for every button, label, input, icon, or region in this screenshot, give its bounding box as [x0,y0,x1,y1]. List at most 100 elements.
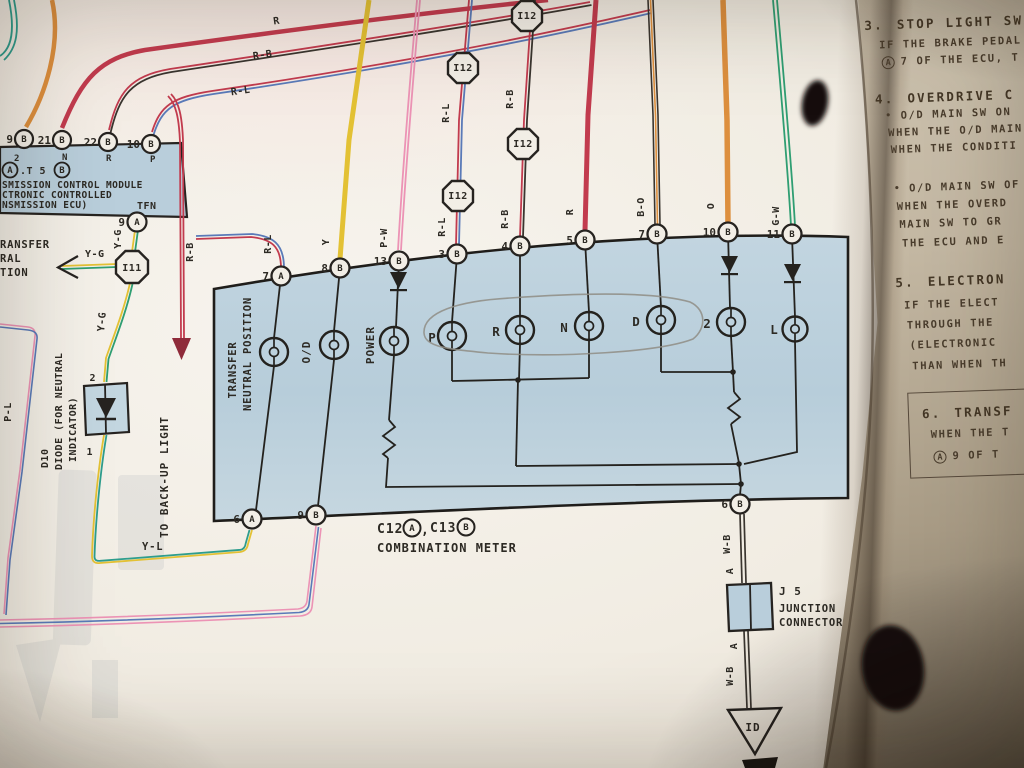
ground-id-label: ID [745,721,760,734]
label-yg-upper: Y-G [113,229,124,249]
meter-caption: C12 A , C13 B COMBINATION METER [377,517,517,555]
svg-text:6: 6 [233,513,240,526]
note-s4-line2: WHEN THE CONDITI [890,139,1018,157]
tcm-connector-a: A [7,166,13,176]
label-wire-rb: R-B [252,49,273,63]
label-transfer-line1: TRANSFER [227,342,239,399]
svg-text:B: B [789,230,795,240]
label-rl-7a: R-L [263,234,274,254]
diode-d10: 2 1 D10 DIODE (FOR NEUTRAL INDICATOR) [40,353,131,470]
note-s5-line2: THROUGH THE [906,316,995,332]
svg-text:B: B [21,135,27,145]
left-text-fragment1: RANSFER [0,239,50,251]
junction-connector-j5: W-B A J 5 JUNCTION CONNECTOR A W-B ID [722,513,843,768]
tcm-connector-b: B [59,166,65,176]
connector-i12-2-label: I12 [453,63,473,74]
svg-text:13: 13 [374,255,387,268]
label-yl: Y-L [142,541,163,553]
note-s3-line1: IF THE BRAKE PEDAL [878,34,1022,52]
label-od: O/D [300,341,313,364]
svg-text:2: 2 [89,373,96,384]
connector-i12-4-label: I12 [448,191,468,202]
j5-line2: CONNECTOR [779,617,843,629]
combination-meter-caption: COMBINATION METER [377,541,517,555]
svg-text:21: 21 [38,134,52,147]
tcm-row-label-2: 2 [14,154,19,164]
left-arrow [55,255,79,279]
label-rb-lower: R-B [500,209,511,229]
svg-text:B: B [737,500,743,510]
label-pl: P-L [3,402,14,422]
note-s4-line1: WHEN THE O/D MAIN [887,122,1023,140]
note-s4-heading: 4.OVERDRIVE C [874,86,1015,107]
connector-i11-label: I11 [122,263,142,274]
svg-text:B: B [725,228,731,238]
connector-i12-3-label: I12 [513,139,533,150]
svg-text:7: 7 [638,228,645,241]
svg-text:,: , [421,523,430,538]
wire-orange-to-tcm9 [24,0,58,129]
label-r-vert: R [565,208,576,215]
tcm-row-label-r: R [106,154,112,164]
wire-y-vertical [337,0,372,260]
left-text-fragment3: TION [0,267,29,279]
d10-line1: DIODE (FOR NEUTRAL [54,353,65,470]
wire-bo-vertical [647,0,661,226]
gear-d: D [632,314,640,329]
svg-text:9: 9 [297,509,304,522]
d10-line2: INDICATOR) [68,397,79,462]
wire-gw-vertical [772,0,796,227]
tcm-row-label-p: P [150,155,156,165]
label-rl-lower: R-L [437,217,448,237]
note-s4-line5: THE ECU AND E [901,234,1006,250]
note-s6-heading: 6.TRANSF [921,403,1014,422]
svg-text:B: B [463,523,469,533]
combination-meter: TRANSFER NEUTRAL POSITION O/D POWER P R … [212,231,850,523]
svg-text:6: 6 [721,498,728,511]
tcm-tfn-label: TFN [137,201,157,212]
svg-text:C13: C13 [430,521,456,536]
wire-rb-vertical [519,0,536,238]
svg-text:B: B [517,242,523,252]
svg-text:B: B [59,136,65,146]
svg-text:11: 11 [767,228,781,241]
svg-text:A: A [278,272,284,282]
svg-text:B: B [148,140,154,150]
svg-text:7: 7 [262,270,269,283]
svg-text:B: B [454,250,460,260]
svg-text:B: B [337,264,343,274]
svg-text:4: 4 [501,240,508,253]
svg-text:9: 9 [118,216,125,229]
note-s3-heading: 3.STOP LIGHT SW [864,12,1024,33]
tcm-connector-text: .T 5 [20,166,46,177]
tcm-row-label-n: N [62,153,67,163]
j5-line1: JUNCTION [779,603,836,615]
svg-text:9: 9 [6,133,13,146]
label-wire-r: R [273,16,281,28]
label-yg-arrow: Y-G [85,249,105,260]
label-a-lower: A [729,643,740,650]
svg-text:A: A [409,524,415,534]
label-y: Y [321,239,332,246]
gear-2: 2 [703,316,711,331]
note-s4-bullet1: •O/D MAIN SW ON [885,105,1012,122]
svg-text:22: 22 [84,136,97,149]
label-pw: P-W [379,228,390,248]
note-s5-line1: IF THE ELECT [903,296,1000,312]
wire-r-vertical [582,0,599,232]
label-bo: B-O [636,197,647,217]
gear-n: N [560,320,568,335]
note-s5-line3: (ELECTRONIC [909,336,997,352]
note-s4-line4: MAIN SW TO GR [899,215,1003,231]
svg-text:10: 10 [127,138,140,151]
svg-text:B: B [105,138,111,148]
note-s4-line3: WHEN THE OVERD [896,197,1008,213]
svg-text:1: 1 [86,447,93,458]
ground-tip [742,757,778,768]
note-s4-bullet2: •O/D MAIN SW OF [893,178,1021,195]
tcm-name-line3: NSMISSION ECU) [2,200,88,211]
